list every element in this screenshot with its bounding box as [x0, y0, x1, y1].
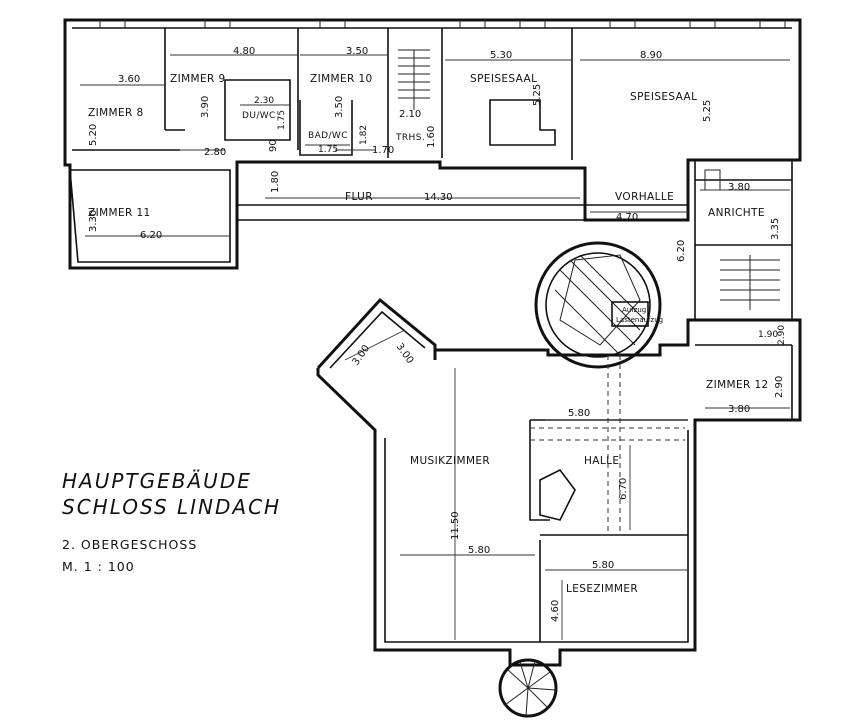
label-flur: FLUR	[345, 191, 373, 203]
dim-z10-height: 3.50	[334, 96, 345, 118]
dim-z9-width: 4.80	[233, 46, 255, 57]
dim-z12-top-b: 2.90	[777, 325, 787, 345]
label-zimmer10: ZIMMER 10	[310, 73, 373, 85]
label-halle: HALLE	[584, 455, 619, 467]
dim-bay-b: 3.00	[394, 341, 416, 366]
dim-bad-w: 1.75	[318, 145, 338, 155]
dim-corr-90: 90	[268, 139, 279, 152]
label-vorhalle: VORHALLE	[615, 191, 674, 203]
dim-corr-170: 1.70	[372, 145, 394, 156]
label-lesezimmer: LESEZIMMER	[566, 583, 638, 595]
dim-z10-width: 3.50	[346, 46, 368, 57]
label-badwc: BAD/WC	[308, 131, 348, 141]
title-block: HAUPTGEBÄUDE SCHLOSS LINDACH 2. OBERGESC…	[62, 468, 322, 578]
dim-z8-height: 5.20	[88, 124, 99, 146]
dim-corr-280: 2.80	[204, 147, 226, 158]
dim-halle-h: 6.70	[618, 478, 629, 500]
dim-bay-a: 3.00	[350, 343, 372, 368]
dim-z12-w: 3.80	[728, 404, 750, 415]
dim-halle-w: 5.80	[568, 408, 590, 419]
dim-sp1-h: 5.25	[532, 84, 543, 106]
dim-duwc-w: 2.30	[254, 96, 274, 106]
dim-flur-w: 14.30	[424, 192, 453, 203]
label-zimmer8: ZIMMER 8	[88, 107, 144, 119]
dim-z12-top-a: 1.90	[758, 330, 778, 340]
scale-label: M. 1 : 100	[62, 559, 135, 574]
north-dimension-lines	[80, 54, 790, 237]
dim-musik-h: 11.50	[450, 511, 461, 540]
label-speisesaal-large: SPEISESAAL	[630, 91, 697, 103]
south-wing-walls	[316, 297, 802, 718]
south-dimension-lines	[344, 329, 790, 640]
dim-z12-h: 2.90	[774, 376, 785, 398]
label-duwc: DU/WC	[242, 111, 276, 121]
dim-anrichte-h: 3.35	[770, 218, 781, 240]
dim-anrichte-w: 3.80	[728, 182, 750, 193]
dim-sp1-w: 5.30	[490, 50, 512, 61]
north-wing-walls	[63, 18, 802, 321]
label-zimmer9: ZIMMER 9	[170, 73, 226, 85]
dim-vorhalle-w: 4.70	[616, 212, 638, 223]
label-zimmer12: ZIMMER 12	[706, 379, 769, 391]
label-speisesaal-small: SPEISESAAL	[470, 73, 537, 85]
label-zimmer11: ZIMMER 11	[88, 207, 151, 219]
dim-musik-w: 5.80	[468, 545, 490, 556]
elevator-tower	[534, 241, 662, 369]
dim-z8-width: 3.60	[118, 74, 140, 85]
dim-z11-w: 6.20	[140, 230, 162, 241]
dim-bad-h: 1.82	[359, 125, 369, 145]
label-aufzug: Aufzug	[622, 306, 646, 314]
dim-z9-height: 3.90	[200, 96, 211, 118]
label-lastenaufzug: Lastenaufzug	[616, 316, 663, 324]
dim-trhs-h: 1.60	[426, 126, 437, 148]
label-anrichte: ANRICHTE	[708, 207, 765, 219]
dim-trhs-w: 2.10	[399, 109, 421, 120]
dim-sp2-h: 5.25	[702, 100, 713, 122]
dim-lese-w: 5.80	[592, 560, 614, 571]
dim-sp2-w: 8.90	[640, 50, 662, 61]
label-musikzimmer: MUSIKZIMMER	[410, 455, 490, 467]
dim-vorhalle-h: 6.20	[676, 240, 687, 262]
dim-z11-h: 3.30	[88, 210, 99, 232]
title-line1: HAUPTGEBÄUDE	[62, 469, 252, 493]
label-trhs: TRHS.	[395, 133, 425, 143]
dim-flur-h: 1.80	[270, 171, 281, 193]
title-line2: SCHLOSS LINDACH	[62, 495, 282, 519]
dim-lese-h: 4.60	[550, 600, 561, 622]
dim-duwc-h: 1.75	[277, 110, 287, 130]
floor-label: 2. OBERGESCHOSS	[62, 537, 198, 552]
